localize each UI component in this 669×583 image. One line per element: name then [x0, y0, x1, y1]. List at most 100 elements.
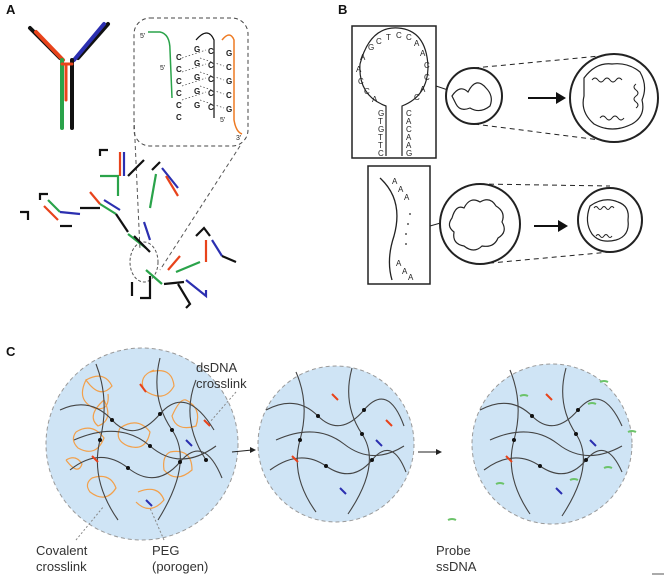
- panel-c: C: [6, 344, 664, 575]
- svg-text:C: C: [226, 63, 232, 72]
- hairpin-inset: 5' 5' 5' 3' C C C C C C G G G G G C: [133, 17, 249, 147]
- ssdna-box: [367, 165, 431, 285]
- svg-text:G: G: [406, 149, 412, 158]
- svg-text:G: G: [194, 45, 200, 54]
- svg-text:C: C: [176, 77, 182, 86]
- svg-text:A: A: [392, 177, 398, 186]
- y-dna-network: [20, 148, 237, 309]
- svg-text:A: A: [372, 95, 378, 104]
- gel-circle-bottom-large: [439, 183, 521, 265]
- svg-text:dsDNA: dsDNA: [196, 360, 238, 375]
- svg-text:(porogen): (porogen): [152, 559, 208, 574]
- gel-after-peg-removal: [257, 365, 415, 523]
- svg-text:C: C: [358, 77, 364, 86]
- junction-highlight: [129, 241, 159, 283]
- svg-text:C: C: [396, 31, 402, 40]
- svg-text:T: T: [378, 133, 383, 142]
- hairpin-left-column: C C C C C C: [176, 53, 182, 122]
- svg-text:G: G: [194, 87, 200, 96]
- svg-text:C: C: [378, 149, 384, 158]
- svg-text:A: A: [402, 267, 408, 276]
- svg-text:A: A: [406, 141, 412, 150]
- svg-text:A: A: [414, 39, 420, 48]
- hairpin-right2-column: G C G C G: [226, 49, 232, 114]
- svg-text:A: A: [404, 193, 410, 202]
- svg-text:G: G: [194, 73, 200, 82]
- svg-text:G: G: [226, 105, 232, 114]
- svg-text:C: C: [406, 109, 412, 118]
- hairpin-right-column: C C C C C: [208, 47, 214, 112]
- svg-text:A: A: [396, 259, 402, 268]
- svg-text:A: A: [408, 273, 414, 282]
- hairpin-3-bottom: 3': [236, 135, 241, 142]
- svg-text:T: T: [378, 141, 383, 150]
- svg-text:C: C: [226, 91, 232, 100]
- poly-a-strand: A A A A A A: [392, 177, 414, 282]
- svg-text:T: T: [386, 33, 391, 42]
- arrow-right-icon: [534, 220, 568, 232]
- svg-text:A: A: [356, 65, 362, 74]
- panel-c-letter: C: [6, 344, 16, 359]
- svg-text:crosslink: crosslink: [196, 376, 247, 391]
- arrow-right-icon: [418, 449, 442, 455]
- svg-text:A: A: [406, 117, 412, 126]
- svg-text:PEG: PEG: [152, 543, 179, 558]
- svg-text:A: A: [360, 53, 366, 62]
- gel-with-peg: [45, 347, 239, 541]
- gel-with-probe: [471, 363, 637, 525]
- hairpin-mid-column: G G G G G: [194, 45, 200, 110]
- arrow-right-icon: [231, 447, 256, 453]
- svg-text:G: G: [194, 101, 200, 110]
- panel-b: B A G C T C C A A C C A C C A A C G T G …: [338, 2, 659, 285]
- svg-text:C: C: [208, 89, 214, 98]
- panel-b-letter: B: [338, 2, 347, 17]
- gel-circle-top-small: [445, 67, 503, 125]
- probe-legend-icon: [447, 518, 457, 521]
- svg-text:C: C: [208, 103, 214, 112]
- label-probe-ssdna: Probe ssDNA: [436, 543, 477, 574]
- svg-text:A: A: [420, 49, 426, 58]
- svg-text:C: C: [208, 75, 214, 84]
- svg-text:C: C: [424, 61, 430, 70]
- svg-text:A: A: [398, 185, 404, 194]
- hairpin-5-top: 5': [140, 33, 145, 40]
- svg-text:G: G: [226, 49, 232, 58]
- stem-right: C A C A A G: [406, 109, 412, 158]
- svg-text:ssDNA: ssDNA: [436, 559, 477, 574]
- svg-text:Covalent: Covalent: [36, 543, 88, 558]
- svg-text:C: C: [406, 125, 412, 134]
- svg-text:Probe: Probe: [436, 543, 471, 558]
- svg-text:G: G: [378, 125, 384, 134]
- svg-text:C: C: [414, 93, 420, 102]
- svg-text:C: C: [176, 101, 182, 110]
- panel-a: A 5' 5' 5' 3' C C C: [6, 2, 249, 309]
- hairpin-5-right: 5': [220, 117, 225, 124]
- panel-a-letter: A: [6, 2, 16, 17]
- hairpin-5-left: 5': [160, 65, 165, 72]
- svg-text:C: C: [406, 33, 412, 42]
- label-covalent-crosslink: Covalent crosslink: [36, 543, 88, 574]
- svg-text:C: C: [376, 37, 382, 46]
- svg-text:C: C: [176, 65, 182, 74]
- svg-text:G: G: [368, 43, 374, 52]
- label-dsdna-crosslink: dsDNA crosslink: [196, 360, 247, 391]
- svg-text:C: C: [176, 89, 182, 98]
- svg-text:C: C: [208, 61, 214, 70]
- loop-sequence: A G C T C C A A C C A C C A A C: [356, 31, 430, 104]
- svg-text:G: G: [194, 59, 200, 68]
- svg-text:A: A: [406, 133, 412, 142]
- svg-text:G: G: [226, 77, 232, 86]
- stem-left: G T G T T C: [378, 109, 384, 158]
- svg-text:T: T: [378, 117, 383, 126]
- y-shaped-dna-icon: [28, 22, 110, 130]
- svg-text:C: C: [424, 73, 430, 82]
- svg-text:A: A: [420, 85, 426, 94]
- arrow-right-icon: [528, 92, 566, 104]
- gel-circle-top-large: [569, 53, 659, 143]
- svg-text:crosslink: crosslink: [36, 559, 87, 574]
- svg-text:C: C: [176, 113, 182, 122]
- svg-text:C: C: [364, 87, 370, 96]
- label-peg-porogen: PEG (porogen): [152, 543, 208, 574]
- svg-text:C: C: [208, 47, 214, 56]
